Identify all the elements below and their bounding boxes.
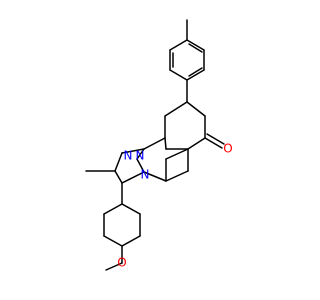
atom-label-n3: N — [141, 168, 150, 182]
chemical-structure-diagram: N N N O O — [85, 19, 233, 271]
atom-labels: N N N O O — [117, 142, 232, 270]
bond-lines — [85, 19, 225, 271]
atom-label-o-methoxy: O — [117, 256, 126, 270]
atom-label-n1: N — [136, 149, 145, 163]
atom-label-n2: N — [124, 149, 133, 163]
atom-label-o-carbonyl: O — [223, 142, 232, 156]
